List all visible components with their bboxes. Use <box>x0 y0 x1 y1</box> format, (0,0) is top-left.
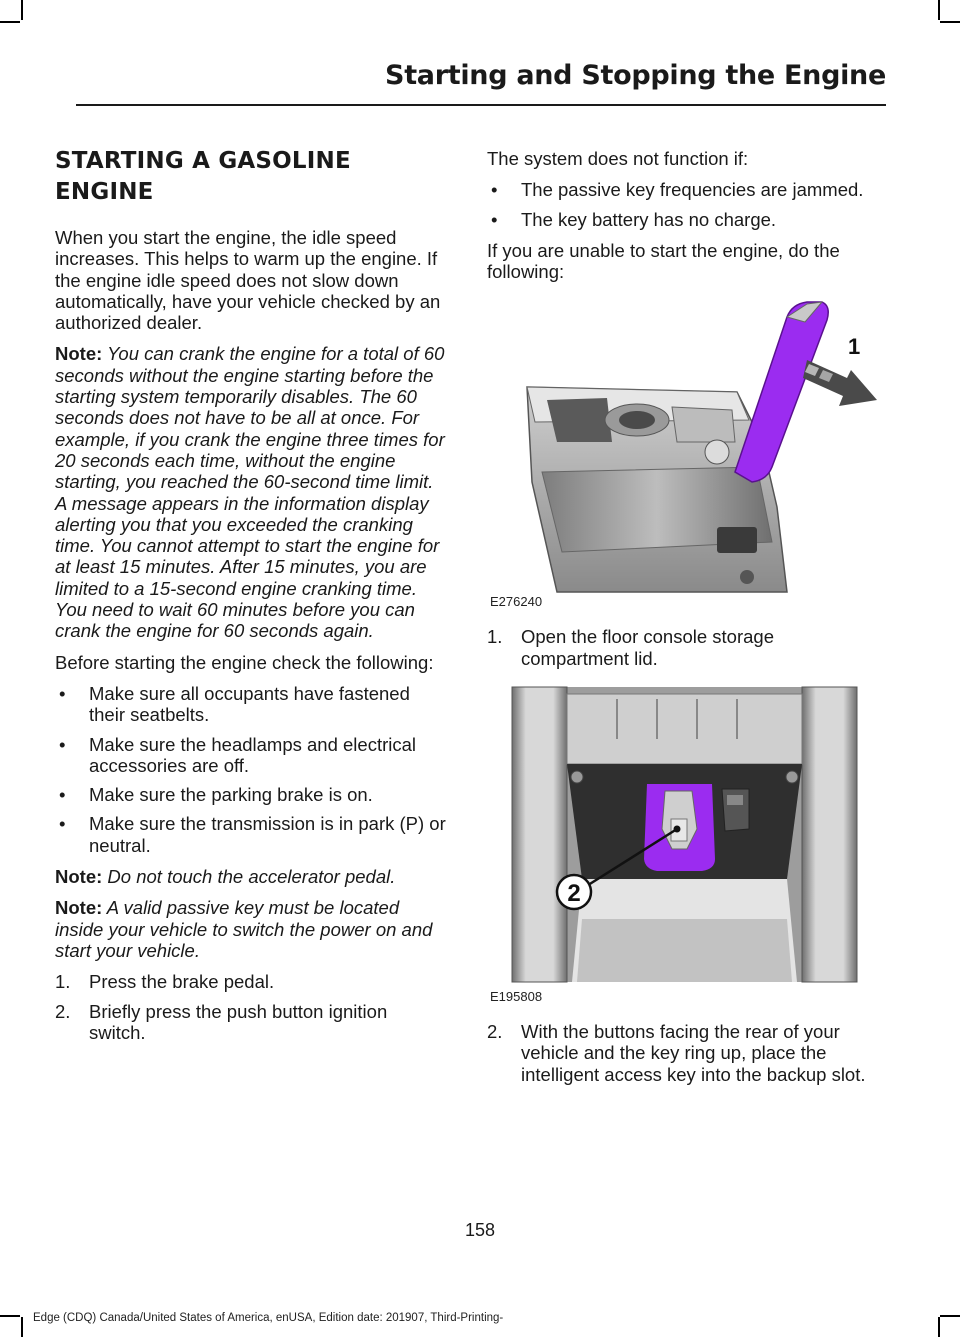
note-passive-key: Note: A valid passive key must be locate… <box>55 897 447 961</box>
figure-console-lid: 1 E276240 <box>487 292 879 614</box>
section-heading: STARTING A GASOLINE ENGINE <box>55 146 447 208</box>
list-item: •Make sure the transmission is in park (… <box>59 813 446 856</box>
fail-intro: The system does not function if: <box>487 148 749 169</box>
list-item: •Make sure the parking brake is on. <box>59 784 373 806</box>
note-cranking: Note: You can crank the engine for a tot… <box>55 343 447 641</box>
intro-paragraph: When you start the engine, the idle spee… <box>55 227 441 334</box>
note-accelerator: Note: Do not touch the accelerator pedal… <box>55 866 447 887</box>
callout-leader <box>584 828 678 889</box>
section-heading-line1: STARTING A GASOLINE <box>55 148 351 174</box>
check-intro: Before starting the engine check the fol… <box>55 651 434 673</box>
note-label: Note: <box>55 343 103 365</box>
note-text: Do not touch the accelerator pedal. <box>102 866 396 888</box>
section-heading-line2: ENGINE <box>55 179 154 205</box>
fail-list: •The passive key frequencies are jammed.… <box>487 179 879 230</box>
list-item: 1.Press the brake pedal. <box>55 971 275 993</box>
list-item: •The passive key frequencies are jammed. <box>491 179 864 201</box>
crop-mark <box>938 0 940 20</box>
checklist: •Make sure all occupants have fastened t… <box>55 683 447 856</box>
crop-mark <box>21 1317 23 1337</box>
right-column: The system does not function if: •The pa… <box>487 146 879 1095</box>
callout-1: 1 <box>848 334 860 359</box>
callout-2: 2 <box>567 880 580 907</box>
list-item: 2.With the buttons facing the rear of yo… <box>487 1021 866 1085</box>
start-steps: 1.Press the brake pedal. 2.Briefly press… <box>55 971 447 1043</box>
unable-paragraph: If you are unable to start the engine, d… <box>487 239 840 283</box>
page-title: Starting and Stopping the Engine <box>385 60 886 91</box>
header-rule <box>76 104 886 106</box>
note-text: A valid passive key must be located insi… <box>55 897 433 961</box>
crop-mark <box>940 21 960 23</box>
list-item: 1.Open the floor console storage compart… <box>487 626 774 669</box>
list-item: •Make sure all occupants have fastened t… <box>59 682 410 726</box>
figure-code: E195808 <box>490 988 543 1004</box>
note-label: Note: <box>55 866 103 888</box>
footer-edition: Edge (CDQ) Canada/United States of Ameri… <box>33 1312 504 1324</box>
console-lid-illustration: 1 <box>526 301 877 594</box>
list-item: 2.Briefly press the push button ignition… <box>55 1000 388 1043</box>
list-item: •Make sure the headlamps and electrical … <box>59 733 417 776</box>
crop-mark <box>21 0 23 20</box>
note-label: Note: <box>55 897 103 919</box>
backup-slot-illustration: 2 <box>511 686 858 983</box>
backup-step-1: 1.Open the floor console storage compart… <box>487 626 879 669</box>
page-number: 158 <box>464 1220 496 1240</box>
crop-mark <box>0 1315 20 1317</box>
console-lid-highlight <box>734 301 829 484</box>
figure-code: E276240 <box>490 594 543 610</box>
backup-step-2: 2.With the buttons facing the rear of yo… <box>487 1021 879 1085</box>
list-item: •The key battery has no charge. <box>491 208 777 230</box>
left-column: STARTING A GASOLINE ENGINE When you star… <box>55 146 447 1053</box>
note-text: You can crank the engine for a total of … <box>55 343 445 642</box>
open-direction-arrow <box>803 360 877 407</box>
crop-mark <box>940 1315 960 1317</box>
crop-mark <box>0 21 20 23</box>
figure-backup-slot: 2 E195808 <box>487 679 879 1009</box>
crop-mark <box>938 1317 940 1337</box>
